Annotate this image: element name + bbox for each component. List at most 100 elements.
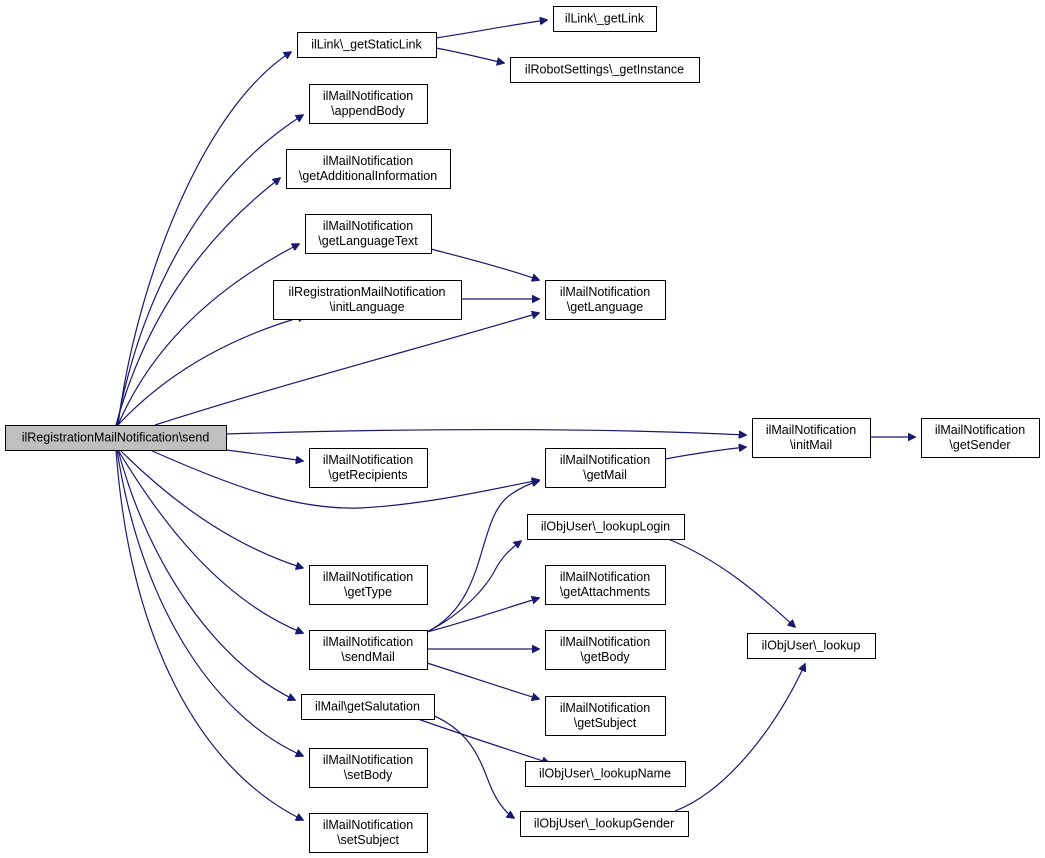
edge-send-to-setBody [116, 449, 303, 756]
node-label: ilMail\getSalutation [315, 700, 420, 714]
node-attach[interactable]: ilMailNotification\getAttachments [545, 565, 666, 605]
node-label: ilMailNotification [323, 818, 413, 832]
edge-line [116, 449, 303, 756]
node-label: \getSubject [574, 716, 637, 730]
node-box [525, 761, 686, 787]
node-box [545, 630, 666, 670]
node-box [545, 448, 666, 488]
edge-line [435, 47, 504, 63]
node-send[interactable]: ilRegistrationMailNotification\send [5, 425, 227, 451]
edge-line [115, 449, 303, 820]
node-box [5, 425, 227, 451]
node-label: \getBody [580, 650, 630, 664]
node-initLang[interactable]: ilRegistrationMailNotification\initLangu… [273, 280, 462, 320]
node-getStaticLink[interactable]: ilLink\_getStaticLink [297, 32, 437, 58]
node-box [545, 565, 666, 605]
node-box [309, 84, 428, 124]
edge-line [417, 709, 514, 818]
node-box [553, 6, 657, 32]
edge-line [430, 248, 539, 280]
node-initMail[interactable]: ilMailNotification\initMail [752, 418, 871, 458]
node-label: \getRecipients [328, 468, 407, 482]
node-getLang[interactable]: ilMailNotification\getLanguage [545, 280, 666, 320]
node-getType[interactable]: ilMailNotification\getType [309, 565, 428, 605]
edge-sendMail-to-getMail [426, 481, 539, 633]
edge-langText-to-getLang [430, 248, 539, 280]
node-box [545, 280, 666, 320]
node-lookupLogin[interactable]: ilObjUser\_lookupLogin [527, 514, 685, 540]
node-box [297, 32, 437, 58]
node-label: \initMail [790, 438, 832, 452]
node-robot[interactable]: ilRobotSettings\_getInstance [510, 57, 700, 83]
edge-getStaticLink-to-robot [435, 47, 504, 63]
edge-line [667, 538, 795, 627]
node-getBody[interactable]: ilMailNotification\getBody [545, 630, 666, 670]
edge-salutation-to-lookupGender [417, 709, 514, 818]
node-label: ilMailNotification [323, 570, 413, 584]
node-label: ilObjUser\_lookupGender [534, 817, 674, 831]
node-label: ilRegistrationMailNotification [288, 285, 445, 299]
node-box [309, 813, 428, 853]
edge-line [674, 664, 805, 812]
edge-send-to-langText [117, 244, 299, 426]
edge-line [117, 316, 305, 426]
node-box [273, 280, 462, 320]
edge-line [117, 244, 299, 426]
node-setBody[interactable]: ilMailNotification\setBody [309, 748, 428, 788]
edge-send-to-getStaticLink [117, 52, 291, 426]
node-label: \setBody [344, 768, 393, 782]
node-label: \appendBody [331, 104, 405, 118]
node-box [309, 630, 428, 670]
node-lookupGender[interactable]: ilObjUser\_lookupGender [520, 811, 689, 837]
node-label: \setSubject [337, 833, 399, 847]
edge-line [117, 449, 295, 700]
graph-edges [115, 20, 915, 820]
node-label: ilMailNotification [323, 154, 413, 168]
edge-send-to-addInfo [115, 178, 280, 426]
node-box [752, 418, 871, 458]
edge-line [149, 449, 539, 509]
node-label: \getLanguage [567, 300, 644, 314]
node-lookup[interactable]: ilObjUser\_lookup [747, 633, 876, 659]
node-sendMail[interactable]: ilMailNotification\sendMail [309, 630, 428, 670]
edge-send-to-initLang [117, 316, 305, 426]
edge-sendMail-to-attach [426, 598, 539, 633]
node-label: \sendMail [341, 650, 395, 664]
node-box [921, 418, 1040, 458]
node-label: \getAdditionalInformation [299, 169, 437, 183]
node-label: ilObjUser\_lookup [762, 639, 861, 653]
edge-send-to-getType [119, 449, 303, 568]
node-langText[interactable]: ilMailNotification\getLanguageText [305, 214, 432, 254]
node-box [545, 696, 666, 736]
node-sender[interactable]: ilMailNotification\getSender [921, 418, 1040, 458]
node-getLink[interactable]: ilLink\_getLink [553, 6, 657, 32]
edge-line [116, 115, 303, 426]
edge-getMail-to-initMail [664, 447, 746, 460]
node-box [286, 149, 451, 189]
edge-line [115, 178, 280, 426]
node-label: ilRegistrationMailNotification\send [22, 431, 210, 445]
edge-line [435, 20, 547, 39]
node-box [309, 565, 428, 605]
node-label: ilMailNotification [560, 285, 650, 299]
node-subject[interactable]: ilMailNotification\getSubject [545, 696, 666, 736]
edge-line [664, 447, 746, 460]
node-label: \getMail [583, 468, 627, 482]
edge-sendMail-to-subject [426, 662, 539, 699]
node-recip[interactable]: ilMailNotification\getRecipients [309, 448, 428, 488]
node-addInfo[interactable]: ilMailNotification\getAdditionalInformat… [286, 149, 451, 189]
node-appendBody[interactable]: ilMailNotification\appendBody [309, 84, 428, 124]
node-salutation[interactable]: ilMail\getSalutation [301, 694, 435, 720]
edge-getStaticLink-to-getLink [435, 20, 547, 39]
edge-line [426, 662, 539, 699]
edge-line [426, 481, 539, 633]
node-label: ilLink\_getLink [565, 12, 645, 26]
edge-send-to-getLang [154, 313, 539, 426]
node-setSubject[interactable]: ilMailNotification\setSubject [309, 813, 428, 853]
node-lookupName[interactable]: ilObjUser\_lookupName [525, 761, 686, 787]
edge-line [117, 52, 291, 426]
node-getMail[interactable]: ilMailNotification\getMail [545, 448, 666, 488]
edge-line [154, 313, 539, 426]
node-label: ilMailNotification [323, 89, 413, 103]
node-label: \initLanguage [329, 300, 404, 314]
